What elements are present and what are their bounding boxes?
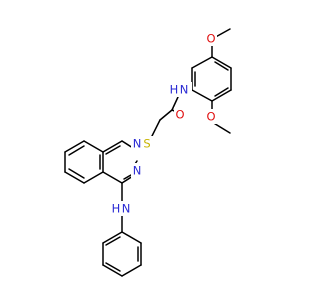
bond-ring-a-4 <box>191 89 213 102</box>
bond-pyr-inner-2 <box>123 174 132 180</box>
bond-lines <box>64 28 232 277</box>
bond-benzo-4 <box>64 171 85 184</box>
bond-benzyl-inner-3 <box>105 236 121 246</box>
bond-benzo-inner-1 <box>68 145 85 156</box>
atom-label-n3: N <box>133 164 142 178</box>
atom-n1-quinazoline: N <box>131 136 143 151</box>
atom-o-carbonyl: O <box>174 107 186 122</box>
bond-ring-a-inner-2 <box>214 87 229 97</box>
bond-nh-to-carbonyl <box>171 96 179 111</box>
molecule-structure-diagram: O O O H N S N N H N <box>64 28 232 277</box>
atom-label-o-carbonyl: O <box>175 108 184 122</box>
atom-label-h-amine: H <box>112 202 121 216</box>
bond-pyr-inner-1 <box>105 145 121 155</box>
bond-benzo-1 <box>83 140 104 153</box>
bond-ring-a-3 <box>211 89 232 102</box>
bond-pyr-6 <box>102 140 123 153</box>
atom-label-o-methoxy-lower: O <box>206 110 215 124</box>
bond-benzo-inner-2 <box>68 168 85 179</box>
atom-labels: O O O H N S N N H N <box>111 31 217 216</box>
atom-s-thioether: S <box>141 136 153 151</box>
bond-benzyl-3 <box>102 264 123 277</box>
bond-pyr-4 <box>102 171 123 184</box>
bond-ring-a-inner-1 <box>214 61 229 71</box>
atom-label-o-top: O <box>206 32 215 46</box>
bond-ring-a-6 <box>191 56 213 69</box>
atom-nh-amine: H N <box>111 201 132 216</box>
atom-n3-quinazoline: N <box>131 163 143 178</box>
bond-ch2-to-benzyl <box>121 231 142 244</box>
bond-benzyl-5 <box>102 231 123 244</box>
atom-nh-amide: H N <box>169 82 192 97</box>
bond-benzyl-2 <box>121 264 142 277</box>
bond-carbonyl-to-ch2 <box>159 109 173 121</box>
atom-label-n-amide: N <box>180 83 189 97</box>
bond-benzo-2 <box>64 140 85 153</box>
bond-ring-a-1 <box>211 56 232 69</box>
atom-label-n-amine: N <box>122 202 131 216</box>
atom-o-methoxy-lower: O <box>205 109 217 124</box>
bond-benzyl-inner-2 <box>105 262 121 272</box>
atom-label-s: S <box>143 137 150 151</box>
bond-benzo-5 <box>83 171 104 184</box>
atom-o-top: O <box>205 31 217 46</box>
atom-label-h-amide: H <box>170 83 179 97</box>
atom-label-n1: N <box>133 137 142 151</box>
